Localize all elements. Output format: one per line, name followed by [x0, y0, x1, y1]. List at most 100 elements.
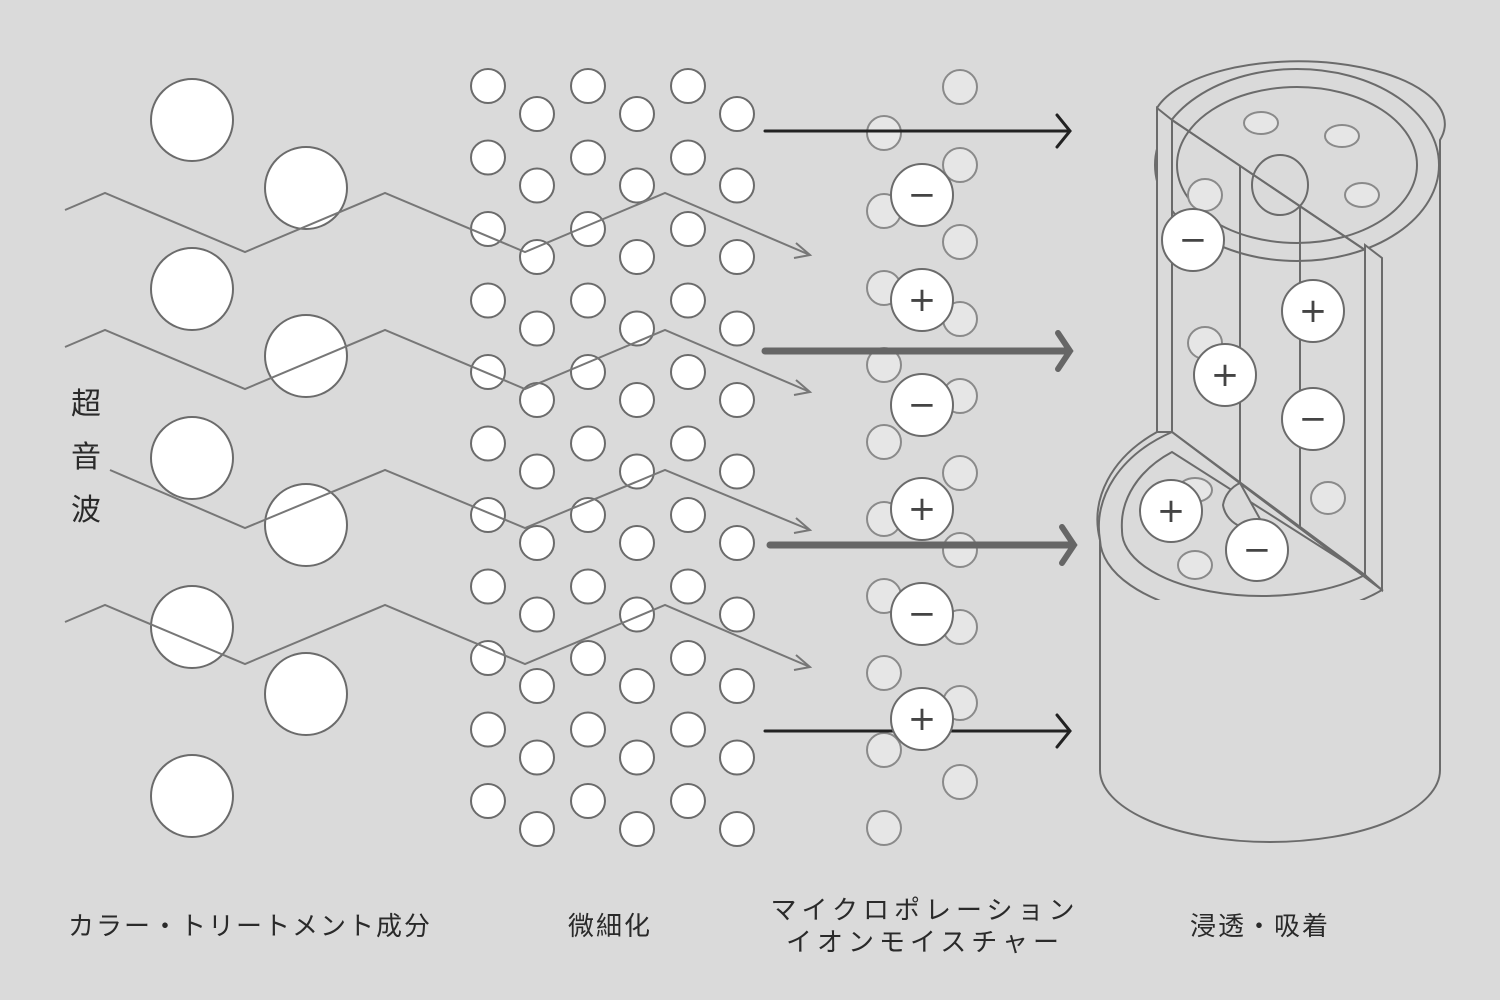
large-particle: [150, 78, 234, 162]
moisture-ion: [942, 764, 978, 800]
negative-ion-sign: −: [908, 594, 937, 634]
micronized-particle: [670, 282, 706, 319]
micronized-particle: [619, 96, 655, 132]
ultrasonic-label-char-3: 波: [71, 493, 101, 528]
moisture-ion: [866, 115, 902, 151]
absorbed-ions-group: − + + − + −: [1139, 111, 1380, 582]
micronized-particle: [670, 354, 706, 390]
ultrasonic-label-char-1: 超: [71, 387, 101, 422]
hair-bottom-seam: [1171, 431, 1383, 591]
caption-components: カラー・トリートメント成分: [67, 912, 432, 942]
micronized-particle: [619, 239, 655, 275]
caption-microporation: マイクロポレーション イオンモイスチャー: [760, 895, 1090, 959]
micronized-particle: [570, 640, 606, 676]
micronized-particle: [670, 68, 706, 104]
micronized-particle: [570, 425, 606, 462]
micronized-particle: [670, 139, 706, 176]
micronized-particles-group: [470, 68, 755, 847]
caption-penetration: 浸透・吸着: [1189, 912, 1330, 942]
absorbed-positive-ion-sign: +: [1157, 491, 1186, 531]
micronized-particle: [470, 640, 506, 676]
absorbed-moisture-ion: [1310, 481, 1346, 515]
negative-ion-sign: −: [908, 175, 937, 215]
positive-ion-sign: +: [908, 489, 937, 529]
moisture-ion: [866, 810, 902, 846]
micronized-particle: [719, 239, 755, 275]
micronized-particle: [570, 68, 606, 104]
absorbed-negative-ion-body: [1225, 518, 1289, 582]
absorbed-positive-ion-sign: +: [1299, 291, 1328, 331]
absorbed-negative-ion-body: [1281, 387, 1345, 451]
micronized-particle: [719, 668, 755, 704]
micronized-particle: [619, 739, 655, 776]
absorbed-positive-ion: +: [1281, 279, 1345, 343]
absorbed-negative-ion-sign: −: [1243, 530, 1272, 570]
micronized-particle: [619, 167, 655, 204]
micronized-particle: [470, 783, 506, 819]
caption-micronize: 微細化: [567, 912, 652, 942]
micronized-particle: [470, 425, 506, 462]
moisture-ion: [942, 224, 978, 260]
negative-ion-body: [890, 373, 954, 437]
wave-line-1: [64, 191, 811, 256]
wave-line-4: [64, 603, 811, 668]
positive-ion-body: [890, 477, 954, 541]
micronized-particle: [619, 525, 655, 561]
absorbed-positive-ion: +: [1139, 479, 1203, 543]
absorbed-positive-ion: +: [1193, 343, 1257, 407]
micronized-particle: [619, 382, 655, 418]
positive-ion-sign: +: [908, 699, 937, 739]
micronized-particle: [570, 354, 606, 390]
micronized-particle: [519, 167, 555, 204]
absorbed-negative-ion-body: [1161, 208, 1225, 272]
caption-microporation-line-1: マイクロポレーション: [770, 896, 1080, 926]
absorbed-negative-ion-sign: −: [1299, 399, 1328, 439]
micronized-particle: [719, 382, 755, 418]
moisture-ion: [942, 455, 978, 491]
charged-ions-group: − + − + − +: [890, 163, 954, 751]
wave-arrowhead-2: [793, 379, 813, 396]
micronized-particle: [519, 96, 555, 132]
negative-ion: −: [890, 163, 954, 227]
large-particle: [264, 483, 348, 567]
caption-microporation-line-2: イオンモイスチャー: [786, 928, 1064, 958]
micronized-particle: [570, 282, 606, 319]
micronized-particle: [470, 497, 506, 533]
negative-ion: −: [890, 373, 954, 437]
micronized-particle: [619, 596, 655, 633]
large-particle: [150, 754, 234, 838]
micronized-particle: [519, 596, 555, 633]
arrow-head-4: [1055, 713, 1072, 749]
moisture-ion: [866, 732, 902, 768]
arrow-head-2: [1055, 330, 1074, 372]
wave-arrowhead-1: [793, 242, 813, 259]
moisture-ion: [942, 532, 978, 568]
micronized-particle: [670, 497, 706, 533]
absorbed-negative-ion: −: [1225, 518, 1289, 582]
micronized-particle: [570, 711, 606, 748]
absorbed-negative-ion: −: [1281, 387, 1345, 451]
large-particle: [264, 652, 348, 736]
ultrasonic-label-char-2: 音: [71, 440, 101, 475]
micronized-particle: [719, 596, 755, 633]
micronized-particle: [670, 711, 706, 748]
positive-ion-sign: +: [908, 280, 937, 320]
negative-ion-body: [890, 163, 954, 227]
positive-ion: +: [890, 477, 954, 541]
absorbed-negative-ion-sign: −: [1179, 220, 1208, 260]
micronized-particle: [719, 525, 755, 561]
micronized-particle: [470, 68, 506, 104]
micronized-particle: [519, 525, 555, 561]
large-particles-group: [150, 78, 348, 838]
micronized-particle: [570, 783, 606, 819]
negative-ion-body: [890, 582, 954, 646]
moisture-ion: [942, 147, 978, 183]
micronized-particle: [719, 96, 755, 132]
micronized-particle: [670, 211, 706, 247]
micronized-particle: [670, 568, 706, 605]
micronized-particle: [619, 453, 655, 490]
arrow-head-1: [1055, 113, 1072, 149]
absorbed-negative-ion: −: [1161, 208, 1225, 272]
